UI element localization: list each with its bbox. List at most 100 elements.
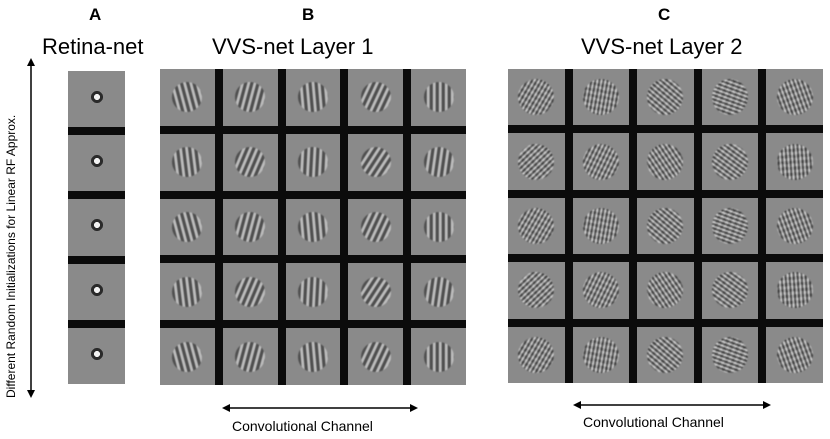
receptive-field-pattern (642, 331, 689, 378)
layer2-rf-cell (637, 197, 694, 255)
receptive-field-pattern (291, 205, 335, 249)
layer2-rf-cell (508, 326, 565, 383)
retina-rf-cell (68, 135, 125, 192)
x-axis-label-c: Convolutional Channel (583, 414, 724, 430)
layer1-rf-cell (285, 198, 341, 256)
receptive-field-pattern (417, 76, 460, 119)
receptive-field-pattern (511, 330, 561, 380)
receptive-field-pattern (357, 144, 394, 180)
receptive-field-pattern (291, 335, 335, 378)
panel-letter-c: C (658, 5, 671, 24)
layer1-rf-cell (348, 69, 404, 126)
x-axis-label-b: Convolutional Channel (232, 418, 373, 434)
panel-title-retina-net: Retina-net (42, 34, 144, 59)
layer1-rf-cell (160, 328, 215, 385)
layer2-rf-cell (572, 326, 630, 383)
receptive-field-pattern (769, 72, 820, 123)
receptive-field-pattern (512, 266, 560, 314)
layer1-rf-cell (160, 198, 215, 256)
layer2-rf-cell (701, 262, 759, 319)
layer1-rf-cell (411, 263, 466, 321)
receptive-field-pattern (417, 141, 460, 184)
receptive-field-pattern (417, 335, 460, 378)
layer1-rf-cell (411, 69, 466, 126)
receptive-field-pattern (166, 270, 209, 313)
layer1-rf-cell (285, 263, 341, 321)
receptive-field-pattern (641, 137, 690, 186)
layer2-rf-cell (572, 197, 630, 255)
receptive-field-pattern (166, 76, 208, 118)
retina-net-rf-grid (68, 71, 125, 384)
receptive-field-pattern (769, 136, 821, 188)
receptive-field-pattern (709, 333, 751, 376)
receptive-field-pattern (575, 71, 627, 123)
receptive-field-pattern (769, 200, 820, 252)
receptive-field-pattern (511, 201, 561, 251)
receptive-field-pattern (356, 207, 396, 247)
layer1-rf-cell (160, 133, 215, 191)
layer1-rf-cell (160, 263, 215, 321)
layer1-rf-cell (222, 263, 278, 321)
layer1-rf-cell (348, 328, 404, 385)
receptive-field-pattern (417, 205, 460, 249)
layer1-rf-cell (411, 328, 466, 385)
layer2-rf-cell (637, 69, 694, 126)
panel-title-vvs-layer2: VVS-net Layer 2 (581, 34, 743, 59)
layer1-rf-cell (222, 133, 278, 191)
retina-rf-cell (68, 71, 125, 128)
receptive-field-pattern (575, 329, 627, 381)
panel-letter-b: B (302, 5, 315, 24)
layer2-rf-cell (508, 69, 565, 126)
receptive-field-pattern (89, 282, 104, 297)
layer2-rf-cell (766, 197, 823, 255)
layer2-rf-cell (766, 262, 823, 319)
panel-letter-a: A (89, 5, 102, 24)
receptive-field-pattern (575, 200, 627, 252)
receptive-field-pattern (166, 206, 208, 248)
receptive-field-pattern (356, 337, 396, 376)
receptive-field-pattern (356, 78, 396, 117)
vertical-arrow (27, 58, 35, 398)
layer1-rf-cell (411, 133, 466, 191)
receptive-field-pattern (229, 76, 271, 118)
receptive-field-pattern (291, 141, 335, 184)
retina-rf-cell (68, 327, 125, 384)
receptive-field-pattern (641, 266, 690, 315)
layer2-rf-cell (701, 326, 759, 383)
receptive-field-pattern (417, 270, 460, 313)
layer1-rf-cell (285, 69, 341, 126)
receptive-field-pattern (769, 329, 820, 380)
layer2-rf-cell (572, 262, 630, 319)
layer1-rf-cell (285, 328, 341, 385)
layer1-rf-cell (222, 69, 278, 126)
receptive-field-pattern (230, 272, 270, 312)
layer2-rf-cell (637, 262, 694, 319)
layer1-rf-cell (160, 69, 215, 126)
receptive-field-pattern (576, 265, 626, 316)
layer1-rf-cell (222, 198, 278, 256)
receptive-field-pattern (230, 142, 270, 182)
layer2-rf-cell (701, 133, 759, 190)
retina-rf-cell (68, 263, 125, 320)
receptive-field-pattern (291, 76, 335, 119)
vvs-layer1-rf-grid (160, 69, 466, 385)
layer1-rf-cell (348, 263, 404, 321)
horizontal-arrow-c (573, 401, 771, 409)
layer1-rf-cell (222, 328, 278, 385)
layer2-rf-cell (766, 133, 823, 190)
receptive-field-pattern (229, 336, 271, 378)
receptive-field-pattern (357, 273, 394, 310)
layer1-rf-cell (348, 198, 404, 256)
receptive-field-pattern (89, 154, 104, 169)
receptive-field-pattern (769, 264, 821, 316)
layer1-rf-cell (285, 133, 341, 191)
receptive-field-pattern (166, 336, 208, 378)
layer2-rf-cell (572, 133, 630, 190)
receptive-field-pattern (229, 206, 271, 248)
horizontal-arrow-b (222, 404, 418, 412)
receptive-field-pattern (511, 72, 561, 122)
vvs-layer2-rf-grid (508, 69, 823, 383)
layer2-rf-cell (701, 197, 759, 255)
layer2-rf-cell (766, 69, 823, 126)
receptive-field-pattern (709, 76, 751, 119)
